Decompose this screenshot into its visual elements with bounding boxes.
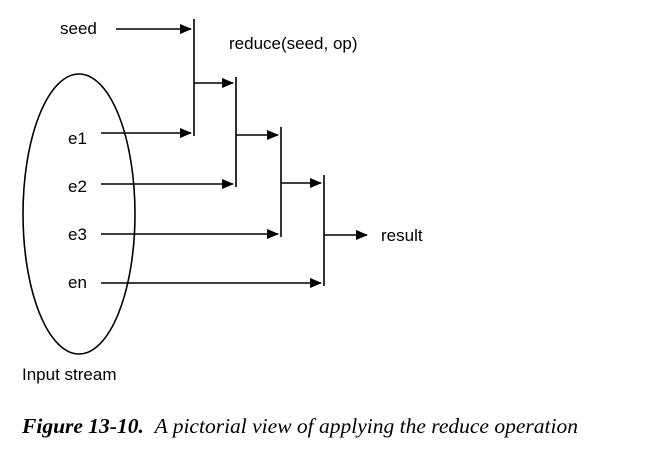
element-label-en: en — [68, 273, 87, 292]
seed-label: seed — [60, 19, 97, 38]
reduce-label: reduce(seed, op) — [229, 34, 358, 53]
element-label-e2: e2 — [68, 177, 87, 196]
figure-number: Figure 13-10. — [22, 414, 144, 438]
figure-caption-text: A pictorial view of applying the reduce … — [154, 414, 578, 438]
result-label: result — [381, 226, 423, 245]
element-label-e3: e3 — [68, 225, 87, 244]
figure-caption: Figure 13-10. A pictorial view of applyi… — [22, 414, 578, 439]
element-label-e1: e1 — [68, 129, 87, 148]
input-stream-label: Input stream — [22, 365, 117, 384]
input-stream-ellipse — [22, 73, 136, 355]
